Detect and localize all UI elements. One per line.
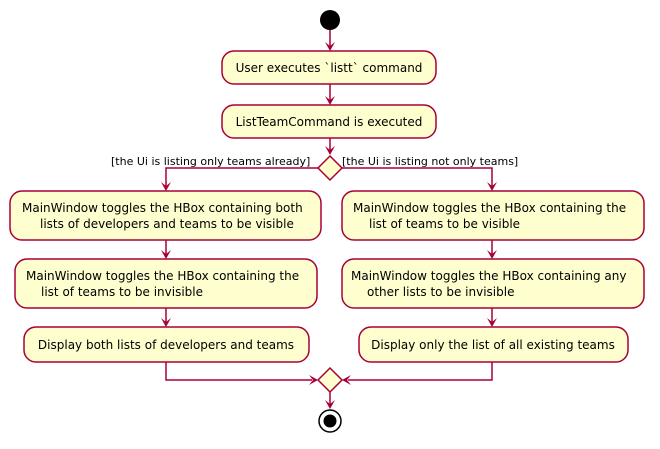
arrowhead — [161, 182, 171, 191]
merge-diamond — [316, 366, 344, 394]
arrowhead — [325, 42, 335, 51]
activity-label: User executes `listt` command — [236, 61, 423, 75]
activity-label-line: MainWindow toggles the HBox containing a… — [351, 269, 626, 283]
arrowhead — [325, 146, 335, 155]
activity-label-line: MainWindow toggles the HBox containing t… — [26, 269, 299, 283]
activity-label-line: lists of developers and teams to be visi… — [40, 217, 294, 231]
edge-decision-right — [342, 167, 493, 186]
arrowhead — [487, 250, 497, 259]
activity-right-toggle-teams-visible: MainWindow toggles the HBox containing t… — [341, 190, 645, 241]
activity-label: Display both lists of developers and tea… — [38, 338, 294, 352]
edge-left-3-to-merge — [165, 362, 312, 381]
activity-right-toggle-others-invisible: MainWindow toggles the HBox containing a… — [341, 258, 645, 309]
edges — [161, 30, 497, 409]
arrowhead — [487, 182, 497, 191]
guard-right: [the Ui is listing not only teams] — [342, 155, 518, 168]
end-node — [318, 409, 342, 433]
activity-label: ListTeamCommand is executed — [236, 115, 423, 129]
arrowhead — [325, 96, 335, 105]
activity-user-executes: User executes `listt` command — [221, 50, 437, 85]
arrowhead — [325, 400, 335, 409]
arrowhead — [161, 250, 171, 259]
edge-right-3-to-merge — [348, 362, 493, 381]
guard-left: [the Ui is listing only teams already] — [111, 155, 310, 168]
activity-label-line: other lists to be invisible — [367, 285, 514, 299]
activity-left-display: Display both lists of developers and tea… — [23, 326, 310, 363]
activity-label-line: MainWindow toggles the HBox containing t… — [353, 201, 626, 215]
activity-label: Display only the list of all existing te… — [371, 338, 615, 352]
activity-left-toggle-both: MainWindow toggles the HBox containing b… — [9, 190, 322, 241]
decision-diamond — [316, 154, 344, 182]
arrowhead — [161, 318, 171, 327]
arrowhead — [309, 375, 318, 385]
activity-label-line: list of teams to be visible — [369, 217, 520, 231]
arrowhead — [342, 375, 351, 385]
activity-left-toggle-teams-invisible: MainWindow toggles the HBox containing t… — [14, 258, 318, 309]
activity-command-executed: ListTeamCommand is executed — [221, 104, 437, 139]
arrowhead — [487, 318, 497, 327]
activity-right-display: Display only the list of all existing te… — [358, 326, 629, 363]
activity-label-line: list of teams to be invisible — [41, 285, 203, 299]
start-node — [320, 10, 340, 30]
activity-label-line: MainWindow toggles the HBox containing b… — [22, 201, 303, 215]
edge-decision-left — [165, 167, 318, 186]
